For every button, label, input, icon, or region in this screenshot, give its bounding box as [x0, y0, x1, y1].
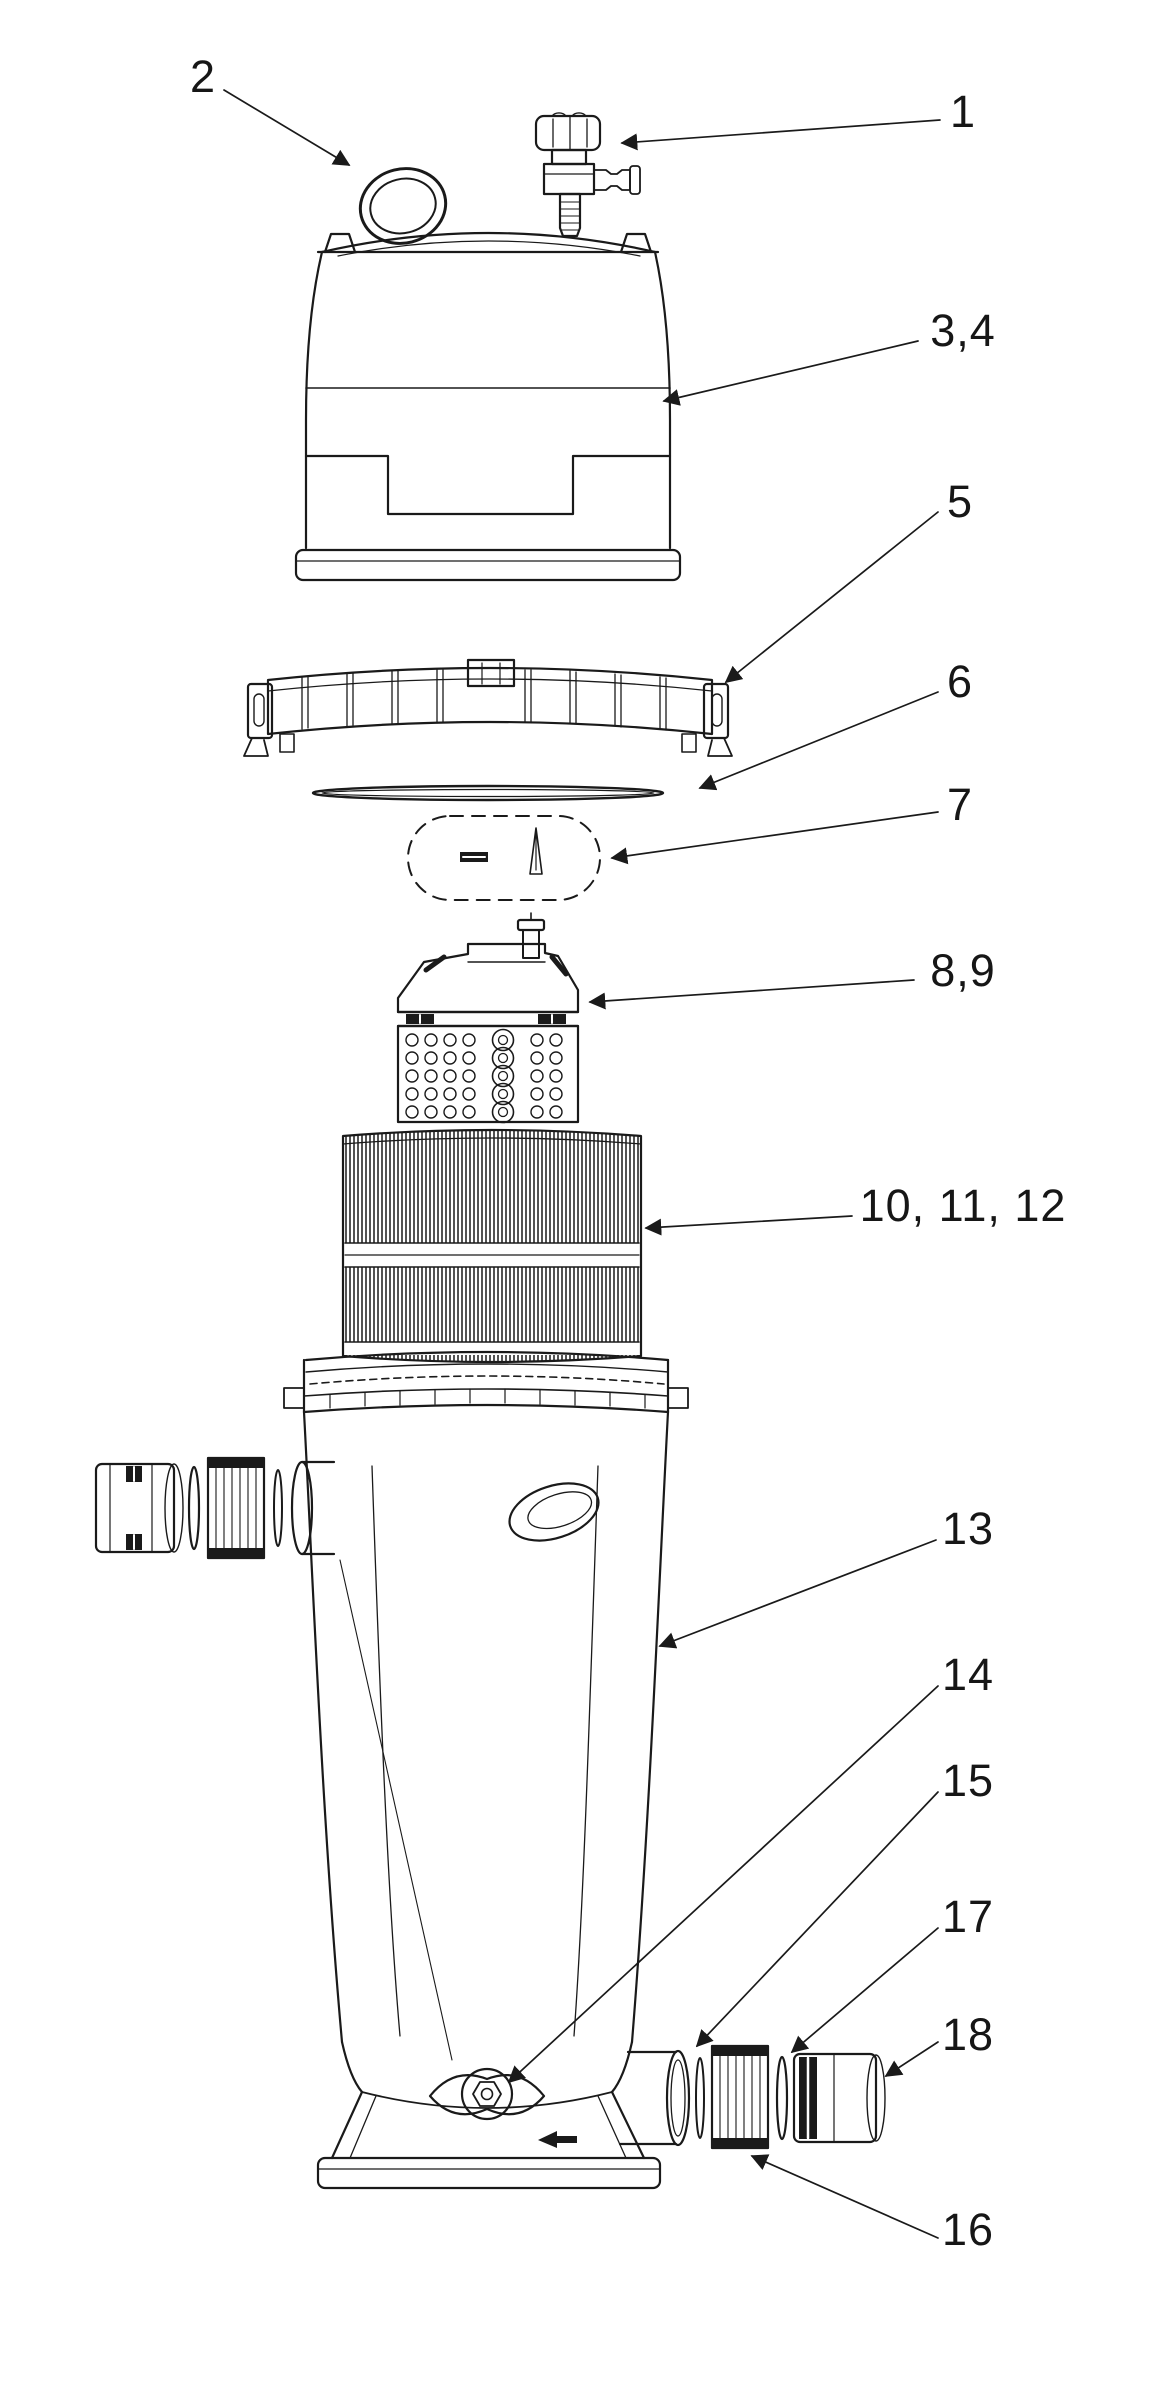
outlet-gasket: [695, 2057, 705, 2139]
callout-18: 18: [942, 2009, 994, 2060]
inlet-fittings: [94, 1456, 283, 1560]
flow-arrow: [538, 2131, 577, 2148]
outlet-oring: [775, 2055, 789, 2141]
leader-6: [698, 691, 939, 791]
callout-13: 13: [942, 1503, 994, 1554]
leader-2: [223, 89, 351, 166]
callout-3-4: 3,4: [930, 305, 996, 356]
leader-14: [507, 1685, 939, 2084]
callout-5: 5: [947, 476, 973, 527]
tank-body: [283, 1350, 691, 2190]
leader-3-4: [662, 340, 919, 406]
leader-8-9: [588, 979, 915, 1010]
filter-lid: [294, 231, 682, 582]
air-relief-valve: [534, 112, 641, 238]
leader-17: [790, 1927, 939, 2054]
callout-labels: 2 1 3,4 5 6 7 8,9 10, 11, 12 13 14 15 17…: [190, 51, 1067, 2255]
air-bleed-manifold: [396, 912, 580, 1124]
callout-15: 15: [942, 1755, 994, 1806]
leader-10-11-12: [644, 1215, 853, 1236]
callout-leaders: [223, 89, 941, 2239]
callout-17: 17: [942, 1891, 994, 1942]
callout-6: 6: [947, 656, 973, 707]
leader-5: [724, 511, 939, 684]
outlet-fittings: [695, 2044, 886, 2150]
callout-2: 2: [190, 51, 216, 102]
leader-7: [610, 811, 939, 865]
callout-10-11-12: 10, 11, 12: [860, 1180, 1067, 1231]
callout-7: 7: [947, 779, 973, 830]
leader-15: [695, 1791, 939, 2048]
detail-inset: [407, 815, 601, 901]
leader-16: [750, 2154, 939, 2239]
lid-gasket: [311, 784, 665, 802]
drain-cap: [428, 2067, 546, 2121]
filter-cartridge: [341, 1128, 643, 1364]
leader-18: [884, 2041, 939, 2077]
callout-1: 1: [950, 86, 976, 137]
clamp-ring: [243, 658, 733, 757]
outlet-adapter: [792, 2052, 886, 2144]
outlet-nut: [710, 2044, 770, 2150]
leader-1: [620, 119, 941, 151]
leader-13: [658, 1539, 937, 1649]
lid-oring: [358, 167, 448, 245]
callout-8-9: 8,9: [930, 945, 996, 996]
callout-16: 16: [942, 2204, 994, 2255]
callout-14: 14: [942, 1649, 994, 1700]
